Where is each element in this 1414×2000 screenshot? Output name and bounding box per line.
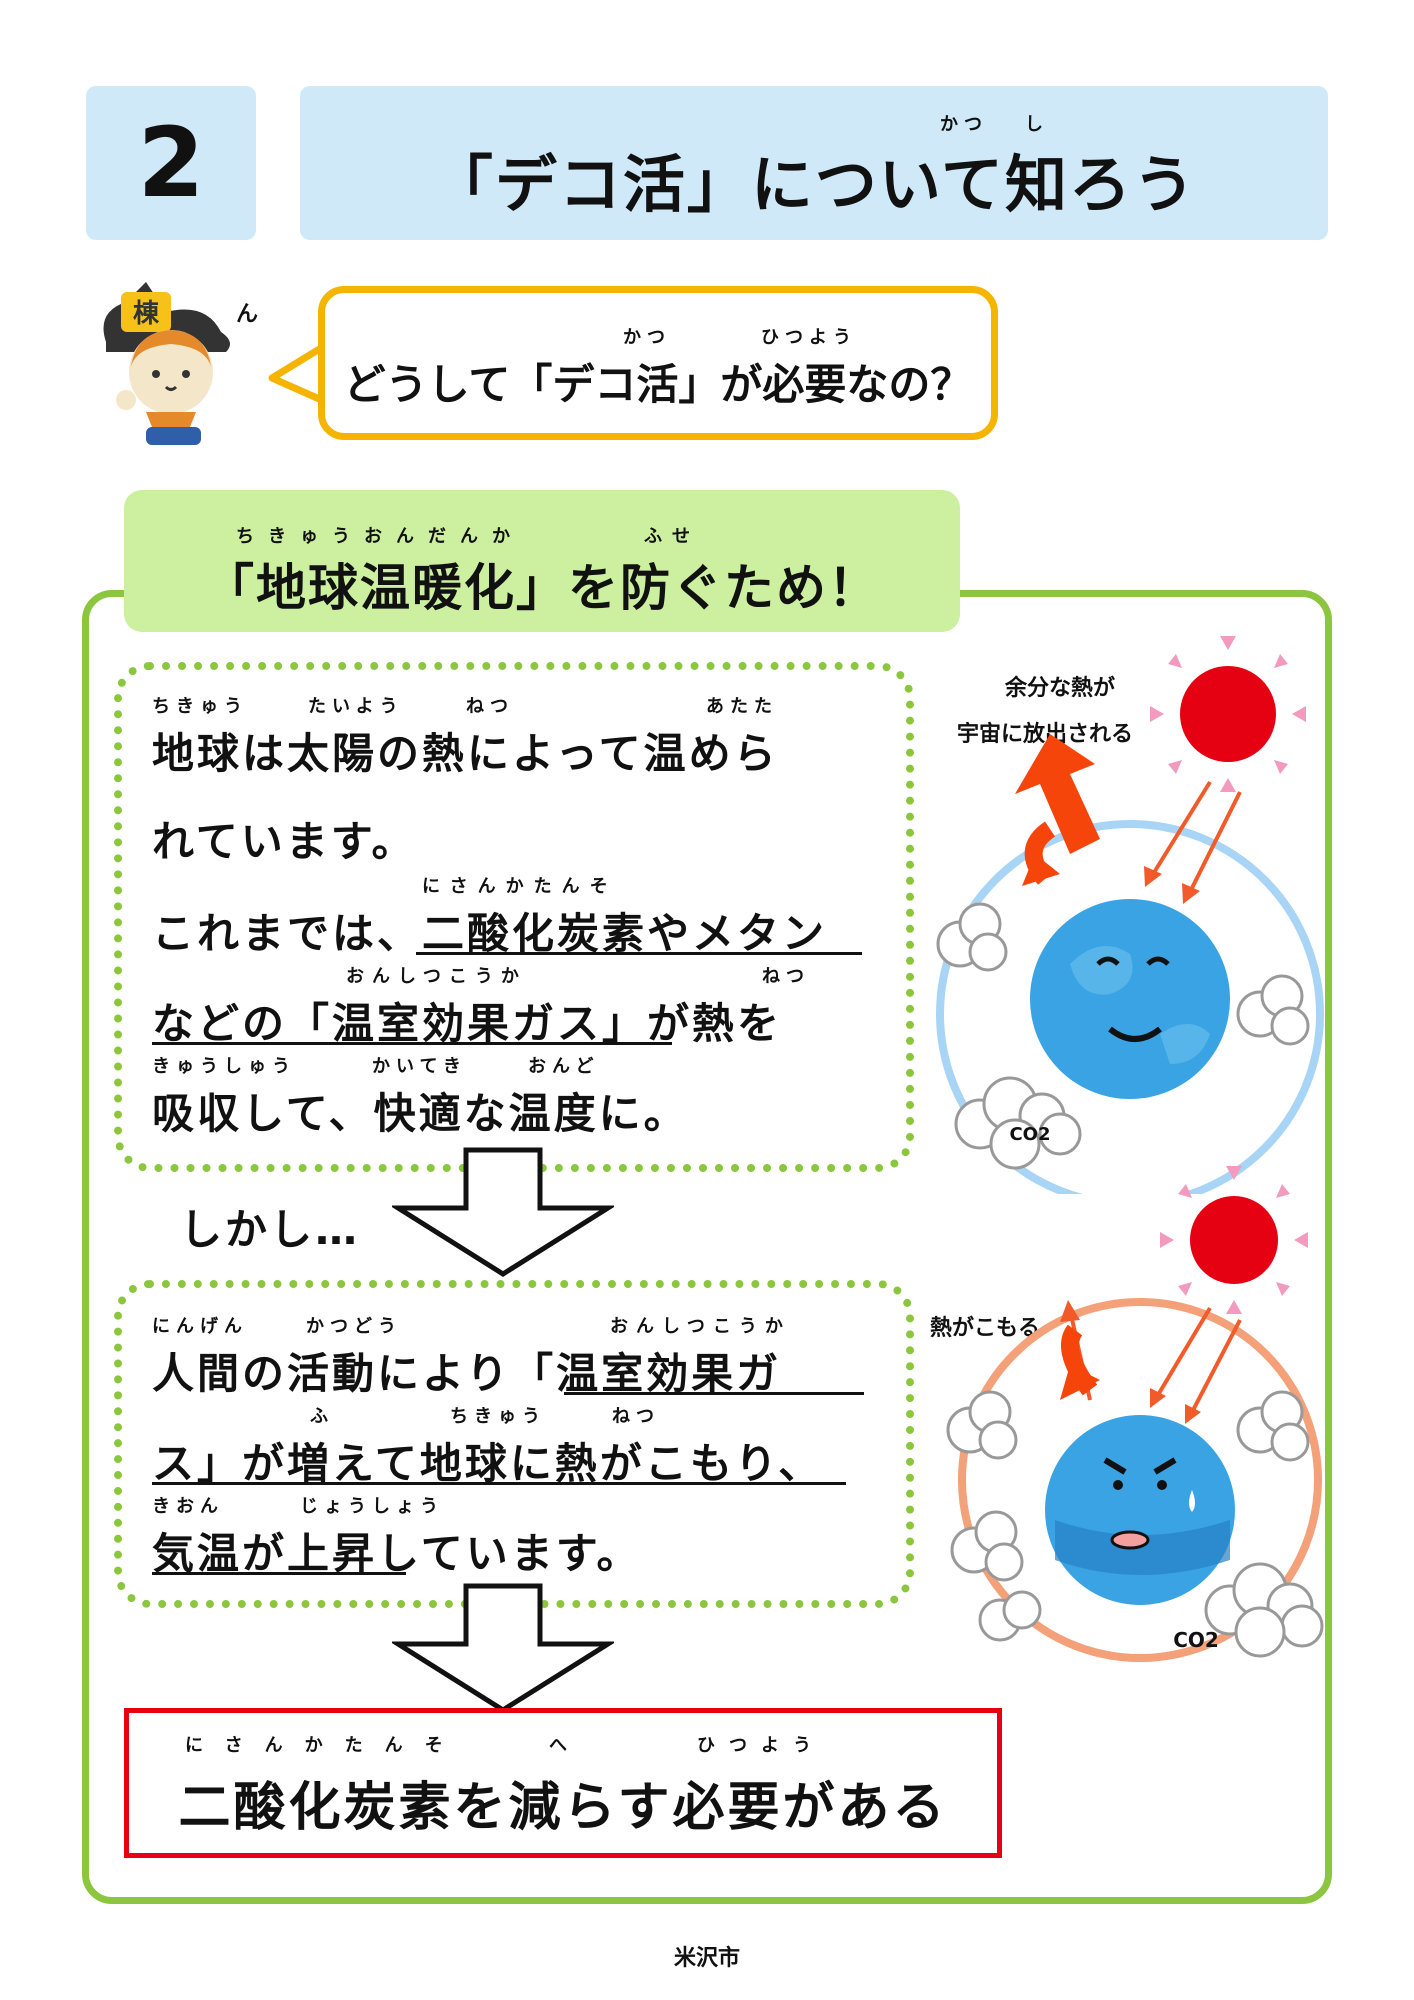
box1-line-5: 吸収して、快適な温度に。 (152, 1089, 689, 1138)
ruby-box2-5: ねつ (612, 1406, 660, 1427)
ruby-hitsuyou: ひつよう (761, 327, 857, 348)
ruby-katsu: かつ (940, 114, 988, 135)
page-title: 「デコ活」について知ろう (430, 148, 1198, 221)
sun-icon-2 (1160, 1166, 1308, 1314)
box1-line-4: などの「温室効果ガス」が熱を (152, 999, 783, 1048)
ruby-box1-3: あたた (706, 696, 778, 717)
earth-illustration-2 (940, 1160, 1330, 1680)
ruby-box1-1: たいよう (308, 696, 404, 717)
underline-co2 (416, 952, 862, 955)
sun-icon (1150, 636, 1306, 792)
ruby-he: へ (549, 1735, 573, 1756)
illus1-caption-1: 余分な熱が (1004, 676, 1115, 701)
ruby-box2-4: ちきゅう (450, 1406, 546, 1427)
ruby-box1-0: ちきゅう (152, 696, 248, 717)
underline-temp (152, 1572, 406, 1575)
ruby-box1-6: ねつ (762, 966, 810, 987)
illus2-caption: 熱がこもる (930, 1316, 1041, 1341)
box2-line-1: 人間の活動により「温室効果ガ (152, 1349, 782, 1398)
down-arrow-1 (389, 1146, 617, 1280)
ruby-fuse: ふせ (644, 526, 700, 547)
mascot-illustration: 棟 (86, 272, 246, 452)
section-number: 2 (86, 86, 256, 240)
underline-ghg-2a (564, 1392, 864, 1395)
underline-ghg-2b (152, 1482, 846, 1485)
co2-label-1: CO2 (1009, 1124, 1051, 1145)
earth-illustration-1 (930, 634, 1326, 1208)
footer-city: 米沢市 (673, 1946, 740, 1971)
speech-bubble: かつ ひつよう どうして「デコ活」が必要なの？ (318, 286, 998, 440)
ruby-box2-3: ふ (310, 1406, 334, 1427)
ruby-box1-5: おんしつこうか (346, 966, 527, 987)
section-title: 「地球温暖化」を防ぐため！ (204, 559, 880, 617)
ruby-hitsuyou-2: ひつよう (697, 1735, 825, 1756)
underline-ghg (152, 1042, 672, 1045)
ruby-nisankatanso: にさんかたんそ (185, 1735, 465, 1756)
box1-line-3: これまでは、二酸化炭素やメタン (152, 909, 828, 958)
box2-line-3: 気温が上昇しています。 (152, 1529, 642, 1578)
section-number-text: 2 (137, 107, 205, 219)
box1-line-1: 地球は太陽の熱によって温めら (152, 729, 779, 778)
ruby-box2-7: じょうしょう (300, 1496, 444, 1517)
ruby-katsu-2: かつ (623, 327, 671, 348)
ruby-shi: し (1025, 114, 1049, 135)
ruby-box1-7: きゅうしゅう (152, 1056, 296, 1077)
ruby-box1-4: にさんかたんそ (422, 876, 618, 897)
ruby-box2-6: きおん (152, 1496, 224, 1517)
shikashi-text: しかし… (180, 1205, 361, 1254)
ruby-box1-8: かいてき (372, 1056, 467, 1077)
speech-text: どうして「デコ活」が必要なの？ (343, 360, 973, 409)
ruby-box2-0: にんげん (152, 1316, 248, 1337)
svg-text:棟: 棟 (133, 299, 160, 329)
ruby-chikyuondanka: ちきゅうおんだんか (236, 526, 524, 547)
box1-line-2: れています。 (152, 817, 417, 866)
box2-line-2: ス」が増えて地球に熱がこもり、 (152, 1439, 824, 1488)
conclusion-box: にさんかたんそ へ ひつよう 二酸化炭素を減らす必要がある (124, 1708, 1002, 1858)
ruby-box2-1: かつどう (306, 1316, 402, 1337)
co2-label-2: CO2 (1173, 1628, 1219, 1652)
ruby-box2-2: おんしつこうか (610, 1316, 791, 1337)
page-title-box: かつ し 「デコ活」について知ろう (300, 86, 1328, 240)
mascot-sound: ん (236, 302, 259, 327)
ruby-box1-2: ねつ (466, 696, 514, 717)
down-arrow-2 (389, 1582, 617, 1716)
section-title-box: ちきゅうおんだんか ふせ 「地球温暖化」を防ぐため！ (124, 490, 960, 632)
speech-bubble-tail (268, 340, 328, 410)
conclusion-text: 二酸化炭素を減らす必要がある (178, 1778, 948, 1838)
ruby-box1-9: おんど (528, 1056, 600, 1077)
